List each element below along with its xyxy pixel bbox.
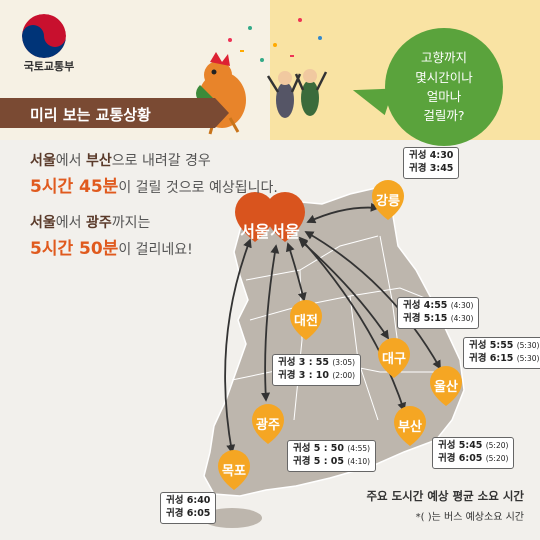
car-time: 귀성 5:55 xyxy=(469,340,514,351)
headline-gwangju: 서울에서 광주까지는 xyxy=(30,212,150,232)
city-label-gangneung: 강릉 xyxy=(376,194,400,209)
dest-city: 부산 xyxy=(85,153,112,169)
bus-time: (4:30) xyxy=(450,301,474,310)
bus-time: (4:10) xyxy=(347,456,371,466)
text: 에서 xyxy=(55,215,86,231)
car-time: 귀경 5 : 05 xyxy=(293,455,345,467)
pin-seoul-1 xyxy=(235,192,275,242)
bus-time: (5:20) xyxy=(485,441,509,450)
bubble-line: 얼마나 xyxy=(426,89,462,104)
text: 에서 xyxy=(55,153,86,169)
city-label-seoul-1: 서울 xyxy=(240,222,270,241)
legend-title: 주요 도시간 예상 평균 소요 시간 xyxy=(366,489,524,503)
bus-time: (2:00) xyxy=(332,370,356,380)
down-time: 귀성 5:45 (5:20) xyxy=(438,440,508,453)
car-time: 귀성 4:55 xyxy=(403,300,448,311)
timebox-gwangju: 귀성 5 : 50 (4:55) 귀경 5 : 05 (4:10) xyxy=(287,440,377,472)
origin-city: 서울 xyxy=(30,153,56,169)
pin-ulsan xyxy=(430,366,462,406)
car-time: 귀경 5:15 xyxy=(403,312,448,324)
route-mokpo xyxy=(224,238,252,454)
timebox-daejeon: 귀성 3 : 55 (3:05) 귀경 3 : 10 (2:00) xyxy=(272,354,362,386)
pin-gangneung xyxy=(372,180,404,220)
bubble-line: 몇시간이나 xyxy=(415,69,473,85)
down-time: 귀성 6:40 xyxy=(166,495,211,506)
city-label-ulsan: 울산 xyxy=(434,380,458,395)
pin-gwangju xyxy=(252,404,284,444)
pin-daejeon xyxy=(290,300,322,340)
travel-time: 5시간 50분 xyxy=(30,239,119,259)
pin-busan xyxy=(394,406,426,446)
down-time: 귀성 5:55 (5:30) xyxy=(469,340,539,353)
rooster-illustration xyxy=(228,18,322,62)
car-time: 귀성 5 : 50 xyxy=(293,443,345,454)
up-time: 귀경 6:05 xyxy=(166,507,211,519)
up-time: 귀경 5:15 (4:30) xyxy=(403,313,473,326)
city-label-daegu: 대구 xyxy=(382,352,406,367)
city-label-gwangju: 광주 xyxy=(256,418,280,433)
text: 이 걸릴 것으로 예상됩니다. xyxy=(118,180,278,196)
korea-emblem-icon xyxy=(22,14,66,58)
bubble-line: 걸릴까? xyxy=(423,108,465,124)
dest-city: 광주 xyxy=(85,215,112,231)
up-time: 귀경 5 : 05 (4:10) xyxy=(293,456,370,469)
city-label-daejeon: 대전 xyxy=(294,314,318,329)
up-time: 귀경 6:15 (5:30) xyxy=(469,353,539,366)
timebox-daegu: 귀성 4:55 (4:30) 귀경 5:15 (4:30) xyxy=(397,297,480,329)
question-bubble: 고향까지 몇시간이나 얼마나 걸릴까? xyxy=(385,28,503,146)
title-banner xyxy=(0,98,215,128)
down-time: 귀성 4:30 xyxy=(409,150,454,161)
car-time: 귀성 5:45 xyxy=(438,440,483,451)
city-label-seoul-2: 서울 xyxy=(270,222,300,241)
car-time: 귀성 3 : 55 xyxy=(278,357,330,368)
origin-city: 서울 xyxy=(30,215,56,231)
up-time: 귀경 3 : 10 (2:00) xyxy=(278,370,355,383)
city-label-mokpo: 목포 xyxy=(222,464,246,479)
text: 으로 내려갈 경우 xyxy=(111,153,211,169)
car-time: 귀경 6:05 xyxy=(438,452,483,464)
legend-note: *( )는 버스 예상소요 시간 xyxy=(415,512,524,523)
text: 까지는 xyxy=(111,215,151,231)
city-pins xyxy=(218,180,462,490)
time-gwangju: 5시간 50분이 걸리네요! xyxy=(30,234,193,259)
route-arrows xyxy=(224,202,441,454)
car-time: 귀경 6:15 xyxy=(469,352,514,364)
route-gangneung xyxy=(306,202,380,224)
bus-time: (5:30) xyxy=(516,353,540,363)
headline-busan: 서울에서 부산으로 내려갈 경우 xyxy=(30,150,211,170)
text: 이 걸리네요! xyxy=(118,242,193,258)
pin-daegu xyxy=(378,338,410,378)
bus-time: (5:20) xyxy=(485,453,509,463)
route-busan xyxy=(298,236,406,412)
org-name: 국토교통부 xyxy=(23,60,75,73)
down-time: 귀성 5 : 50 (4:55) xyxy=(293,443,370,456)
timebox-busan: 귀성 5:45 (5:20) 귀경 6:05 (5:20) xyxy=(432,437,515,469)
up-time: 귀경 3:45 xyxy=(409,162,454,174)
car-time: 귀경 3 : 10 xyxy=(278,369,330,381)
timebox-gangneung: 귀성 4:30 귀경 3:45 xyxy=(403,147,460,179)
banner-title: 미리 보는 교통상황 xyxy=(30,106,151,124)
city-label-busan: 부산 xyxy=(398,420,422,435)
timebox-mokpo: 귀성 6:40 귀경 6:05 xyxy=(160,492,217,524)
bus-time: (3:05) xyxy=(332,358,356,367)
pin-seoul-2 xyxy=(265,192,305,242)
route-gwangju xyxy=(261,244,280,402)
down-time: 귀성 4:55 (4:30) xyxy=(403,300,473,313)
confetti-icon xyxy=(228,18,322,62)
timebox-ulsan: 귀성 5:55 (5:30) 귀경 6:15 (5:30) xyxy=(463,337,540,369)
down-time: 귀성 3 : 55 (3:05) xyxy=(278,357,355,370)
pin-mokpo xyxy=(218,450,250,490)
bus-time: (4:30) xyxy=(450,313,474,323)
up-time: 귀경 6:05 (5:20) xyxy=(438,453,508,466)
time-busan: 5시간 45분이 걸릴 것으로 예상됩니다. xyxy=(30,172,278,197)
bubble-line: 고향까지 xyxy=(420,50,467,66)
banner-arrow xyxy=(215,98,229,128)
bus-time: (4:55) xyxy=(347,444,371,453)
travel-time: 5시간 45분 xyxy=(30,177,119,197)
bus-time: (5:30) xyxy=(516,341,540,350)
